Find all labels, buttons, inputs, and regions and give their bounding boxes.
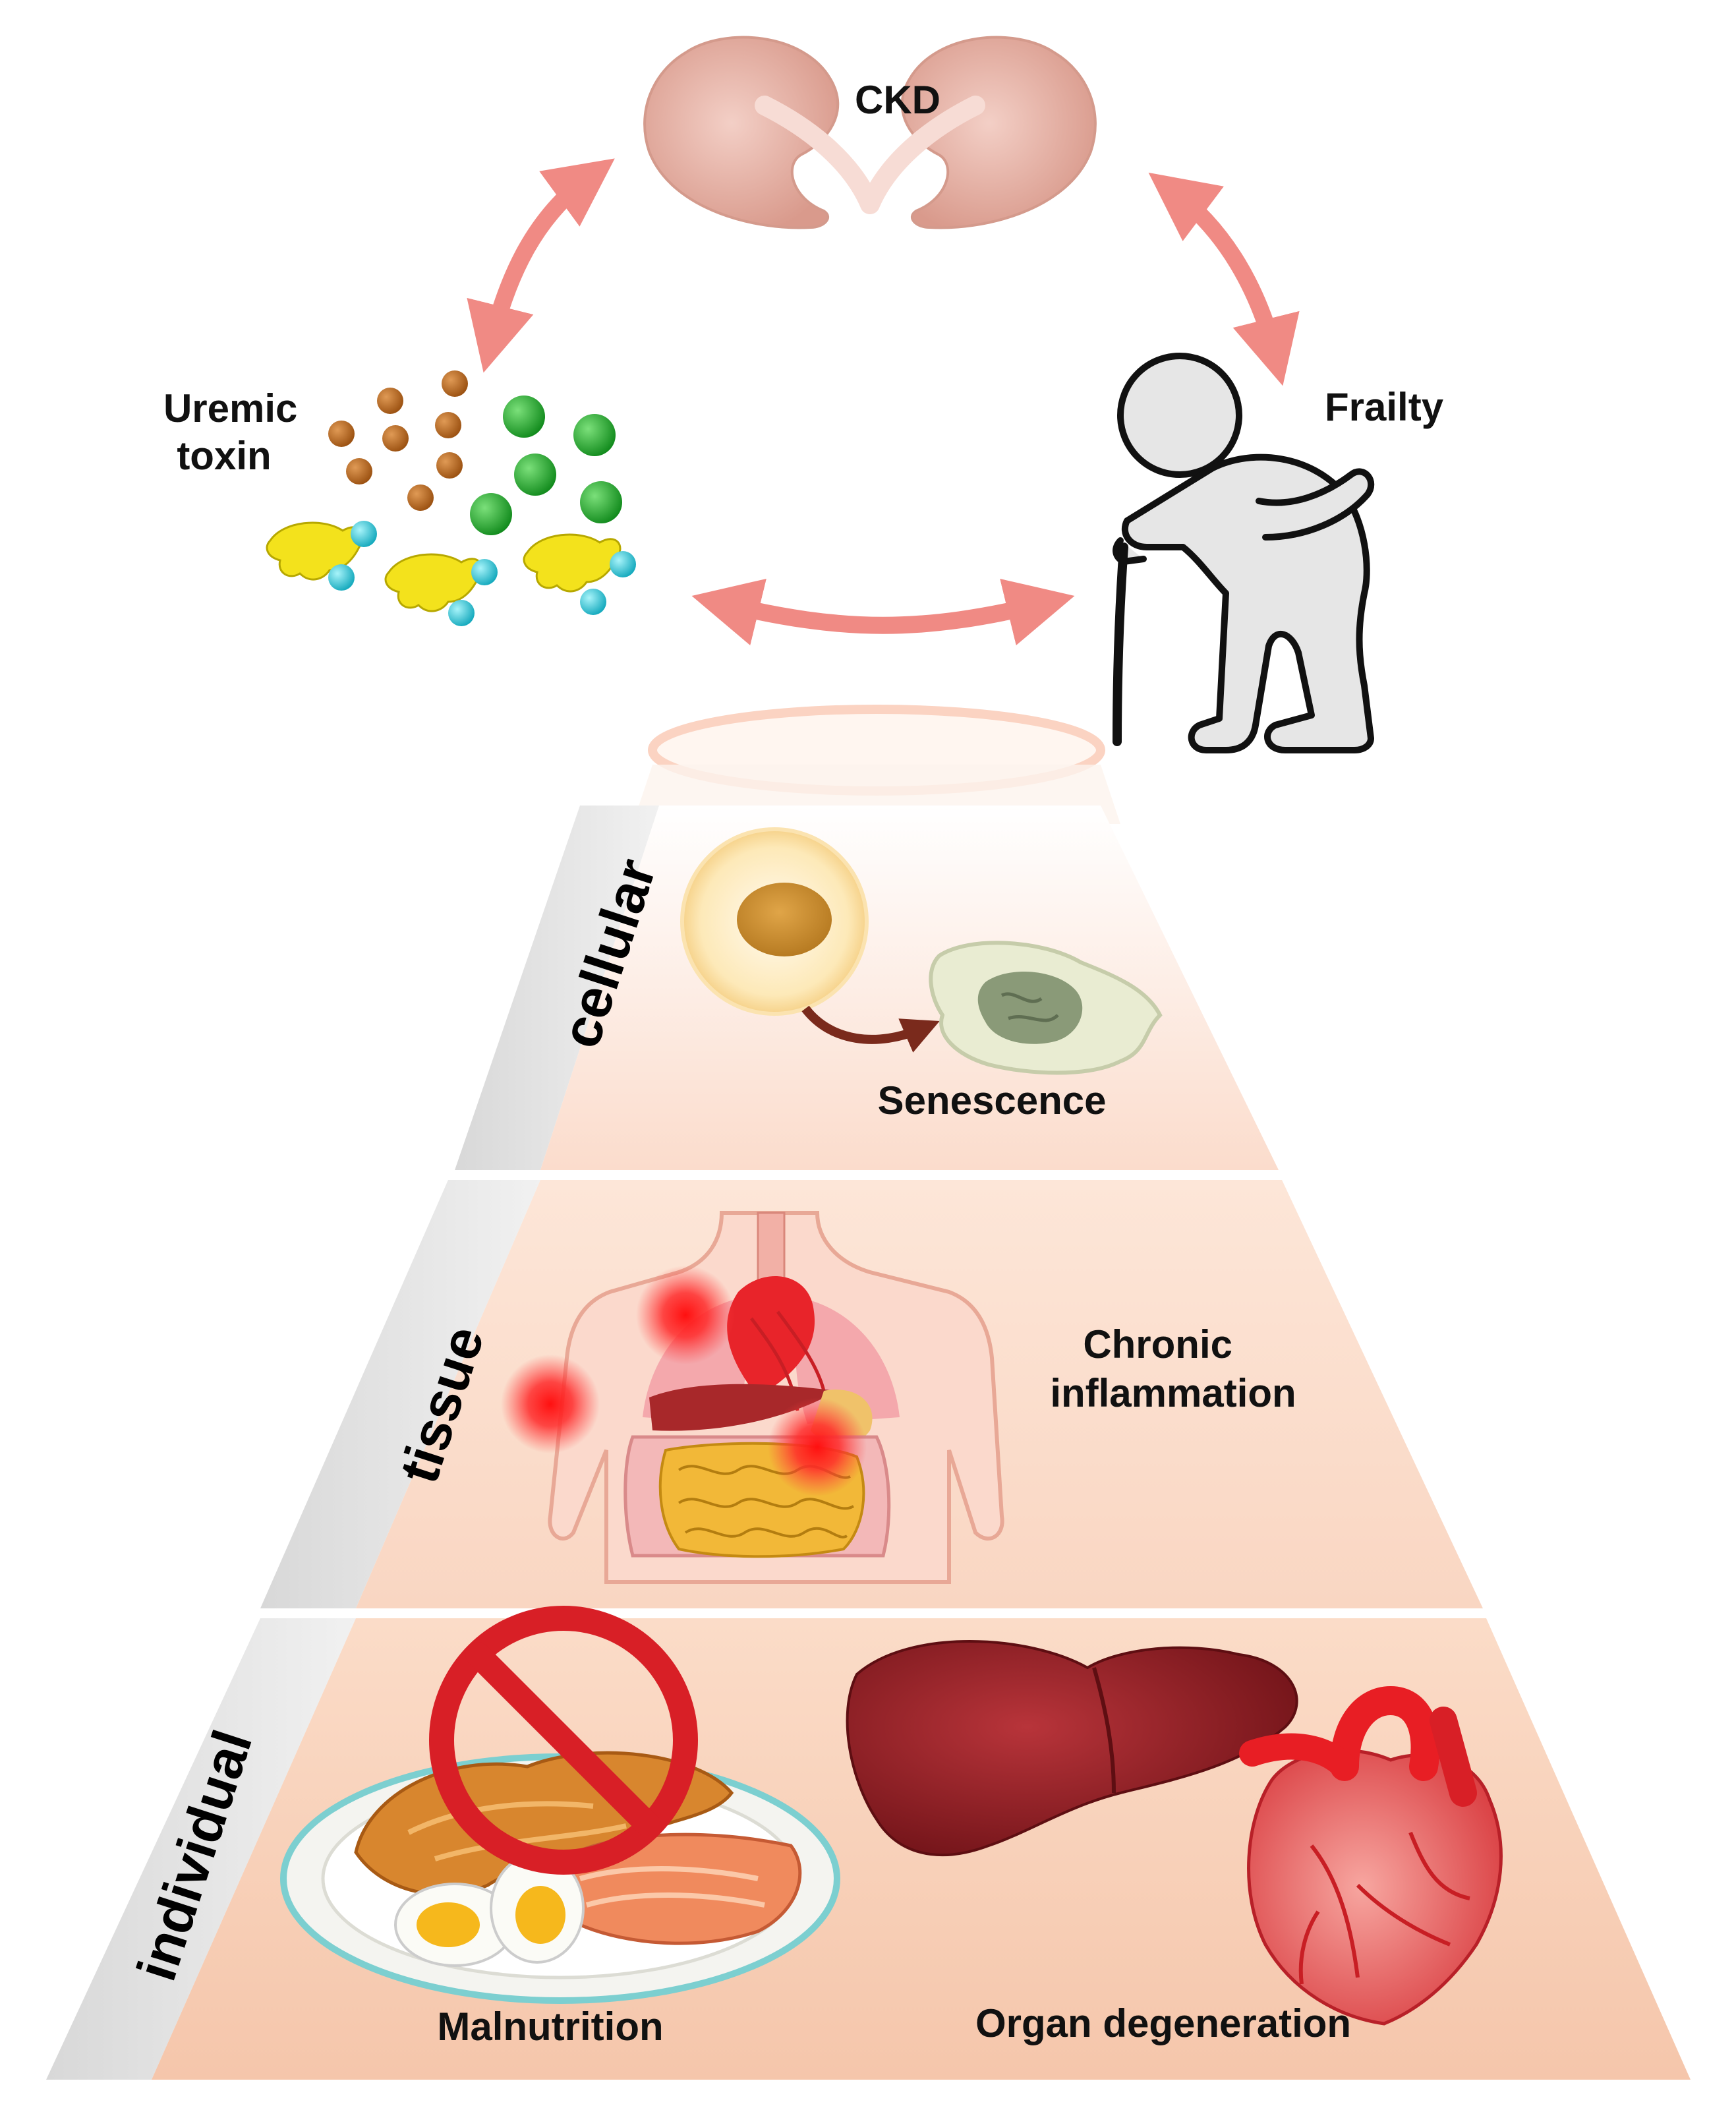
tier-tissue-band xyxy=(260,1180,540,1608)
left-kidney xyxy=(643,36,840,229)
chronic-inflammation-line-2: inflammation xyxy=(1050,1371,1296,1415)
healthy-cell-icon xyxy=(680,827,869,1016)
malnutrition-label: Malnutrition xyxy=(437,2005,663,2049)
senescence-arrow xyxy=(801,1005,940,1053)
uremic-toxin-line-1: Uremic xyxy=(163,386,297,430)
arrow-toxin-frailty xyxy=(691,578,1075,646)
tier-cellular: cellular Senescence xyxy=(455,806,1279,1170)
chronic-inflammation-label: Chronic inflammation xyxy=(1050,1322,1296,1415)
tier-tissue: tissue Chronic inflammation xyxy=(260,1180,1483,1608)
prohibition-icon xyxy=(429,1606,698,1875)
inflammation-spot-lung xyxy=(636,1266,735,1364)
uremic-toxin-line-2: toxin xyxy=(177,434,271,478)
senescence-label: Senescence xyxy=(878,1078,1107,1123)
arrow-ckd-frailty xyxy=(1148,172,1300,386)
tier-individual: individual xyxy=(46,1606,1691,2080)
human-torso-organs-icon xyxy=(501,1211,1004,1584)
organ-degeneration-label: Organ degeneration xyxy=(975,2001,1351,2045)
chronic-inflammation-line-1: Chronic xyxy=(1083,1322,1232,1366)
inflammation-spot-arm xyxy=(501,1355,600,1453)
tier-individual-band xyxy=(46,1618,356,2080)
liver-small xyxy=(649,1384,837,1431)
tier-cellular-band xyxy=(455,806,659,1170)
senescent-cell-icon xyxy=(929,941,1163,1075)
heart-small xyxy=(727,1276,815,1397)
arrow-ckd-toxin xyxy=(467,158,615,373)
right-kidney xyxy=(900,36,1097,229)
inflammation-spot-gut xyxy=(768,1397,867,1496)
ckd-label: CKD xyxy=(855,78,940,122)
cycle-section: CKD Uremic toxin xyxy=(163,36,1444,753)
elderly-person-cane-icon xyxy=(1113,353,1375,753)
uremic-toxin-particles-icon xyxy=(266,370,636,626)
egg-2 xyxy=(490,1853,585,1964)
kidney-pair-icon xyxy=(643,36,1097,229)
food-plate-icon xyxy=(280,1751,840,2004)
liver-icon xyxy=(846,1640,1298,1857)
frailty-label: Frailty xyxy=(1325,385,1444,429)
uremic-toxin-label: Uremic toxin xyxy=(163,386,308,478)
heart-icon xyxy=(1239,1685,1503,2026)
